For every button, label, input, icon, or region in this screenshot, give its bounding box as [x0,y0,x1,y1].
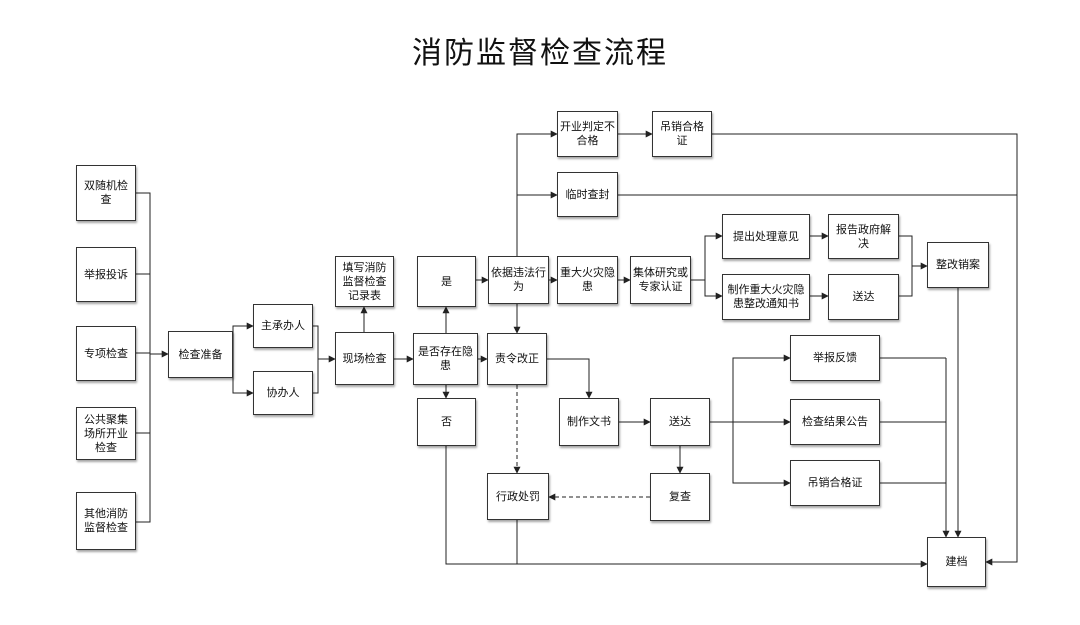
node-deliver-document: 送达 [650,398,710,446]
node-propose-opinion: 提出处理意见 [722,214,810,259]
node-rectify-close: 整改销案 [927,242,989,288]
node-check-prep: 检查准备 [168,331,233,378]
node-rectify-notice: 制作重大火灾隐患整改通知书 [722,274,810,320]
node-revoke-certificate-top: 吊销合格证 [652,111,712,157]
node-record-form: 填写消防监督检查记录表 [335,256,394,307]
node-deliver-notice: 送达 [828,274,899,320]
node-report-government: 报告政府解决 [828,214,899,259]
node-double-random: 双随机检查 [76,165,136,221]
node-other-check: 其他消防监督检查 [76,492,136,550]
node-assistant: 协办人 [253,371,313,415]
node-revoke-certificate-bottom: 吊销合格证 [790,460,880,506]
node-special-check: 专项检查 [76,326,136,381]
node-site-check: 现场检查 [335,332,394,385]
node-violation-basis: 依据违法行为 [488,256,549,304]
node-no: 否 [417,398,476,446]
node-order-correction: 责令改正 [487,333,547,385]
node-public-venue: 公共聚集场所开业检查 [76,407,136,460]
node-admin-penalty: 行政处罚 [487,473,549,520]
node-collective-research: 集体研究或专家认证 [630,256,691,304]
node-result-announcement: 检查结果公告 [790,399,880,445]
node-make-document: 制作文书 [559,398,619,446]
page-title: 消防监督检查流程 [412,36,668,71]
node-recheck: 复查 [650,473,710,521]
node-opening-fail: 开业判定不合格 [557,111,618,157]
node-complaint: 举报投诉 [76,247,136,302]
node-archive: 建档 [927,537,986,587]
node-temporary-seal: 临时查封 [557,172,618,217]
node-major-hazard: 重大火灾隐患 [557,256,618,304]
edge-sources-bus [136,192,151,523]
node-report-feedback: 举报反馈 [790,335,880,381]
node-hazard-decision: 是否存在隐患 [413,333,478,385]
node-main-handler: 主承办人 [253,304,313,348]
node-yes: 是 [417,256,476,307]
